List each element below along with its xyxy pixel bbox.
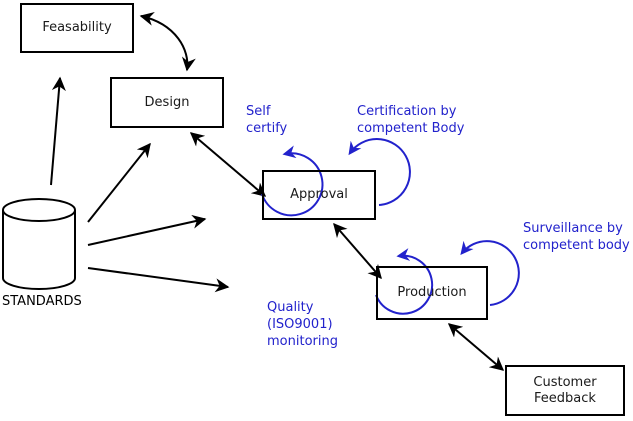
node-production[interactable]: Production <box>376 266 488 320</box>
edge-design-approval <box>189 132 267 197</box>
node-customer-feedback-label: Customer Feedback <box>533 374 597 406</box>
label-certification-by-competent-body: Certification by competent Body <box>357 104 465 136</box>
node-design-label: Design <box>144 94 190 110</box>
loop-quality-monitoring <box>375 248 434 315</box>
edge-approval-production <box>333 222 382 280</box>
node-approval-label: Approval <box>290 187 348 202</box>
loop-certification-competent-body <box>348 138 411 206</box>
label-surveillance-by-competent-body: Surveillance by competent body <box>523 221 630 253</box>
node-design[interactable]: Design <box>110 77 224 128</box>
edge-standards-production <box>87 267 230 293</box>
standards-datastore-shape <box>2 198 76 290</box>
node-approval[interactable]: Approval <box>262 170 376 220</box>
label-quality-iso9001-monitoring: Quality (ISO9001) monitoring <box>267 300 338 349</box>
node-feasability-label: Feasability <box>42 20 112 35</box>
standards-datastore-label: STANDARDS <box>2 294 82 309</box>
edge-feasability-design <box>139 11 196 72</box>
label-self-certify: Self certify <box>246 104 288 136</box>
loop-self-certify <box>261 145 324 217</box>
node-customer-feedback[interactable]: Customer Feedback <box>505 365 625 416</box>
node-production-label: Production <box>397 285 467 300</box>
edge-production-customer-feedback <box>447 323 505 371</box>
loop-surveillance-competent-body <box>460 240 520 306</box>
edge-standards-approval <box>87 214 207 246</box>
node-feasability[interactable]: Feasability <box>20 3 134 53</box>
edge-standards-design <box>87 142 151 223</box>
edge-standards-feasability <box>50 76 66 186</box>
